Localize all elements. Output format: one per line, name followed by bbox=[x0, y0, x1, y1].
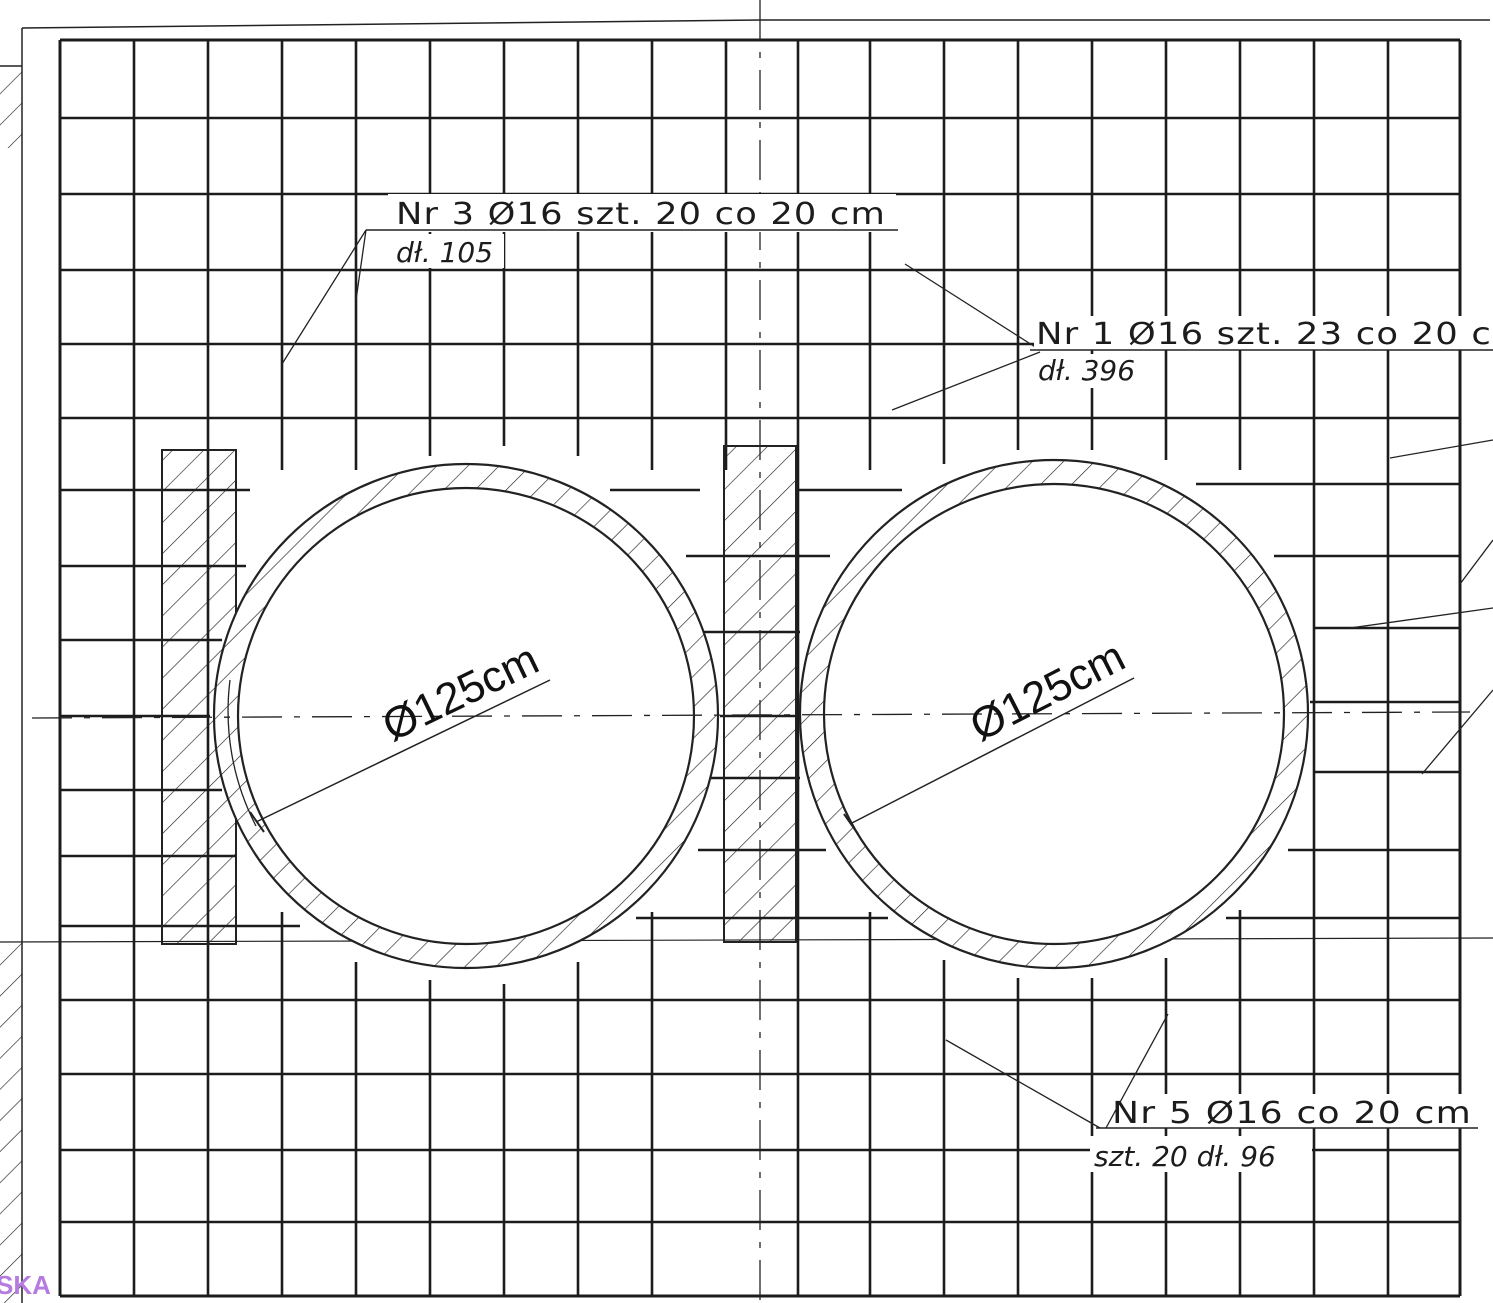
rebar-3-main-text: Nr 3 Ø16 szt. 20 co 20 cm bbox=[396, 197, 886, 232]
rebar-3-sub-text: dł. 105 bbox=[396, 236, 493, 269]
rebar-3-label: Nr 3 Ø16 szt. 20 co 20 cm dł. 105 bbox=[281, 194, 1041, 365]
stamp-fragment: SKA bbox=[0, 1270, 51, 1300]
rebar-1-main-text: Nr 1 Ø16 szt. 23 co 20 c bbox=[1036, 317, 1492, 352]
right-leaders bbox=[1349, 439, 1493, 775]
rebar-stubs bbox=[60, 482, 1460, 1296]
soil-hatching bbox=[0, 66, 22, 1303]
rebar-5-sub-text: szt. 20 dł. 96 bbox=[1094, 1140, 1276, 1173]
rebar-1-sub-text: dł. 396 bbox=[1038, 354, 1135, 387]
pipe-right bbox=[798, 458, 1310, 970]
rebar-5-main-text: Nr 5 Ø16 co 20 cm bbox=[1112, 1096, 1472, 1131]
rebar-1-label: Nr 1 Ø16 szt. 23 co 20 c dł. 396 bbox=[891, 316, 1493, 411]
rebar-5-label: Nr 5 Ø16 co 20 cm szt. 20 dł. 96 bbox=[945, 1013, 1478, 1173]
